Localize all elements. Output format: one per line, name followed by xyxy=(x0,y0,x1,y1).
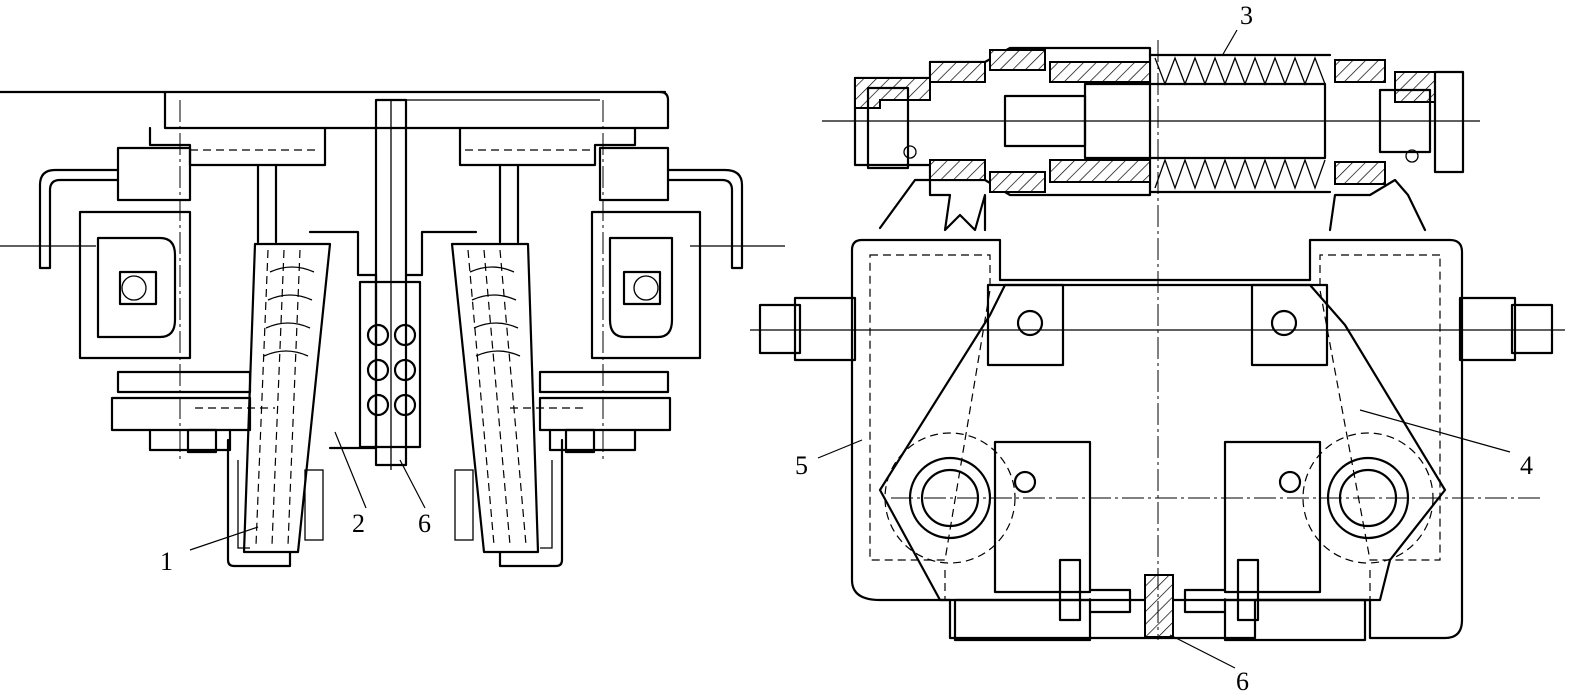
left-view xyxy=(0,90,785,568)
callout-right-5: 5 xyxy=(795,451,808,480)
leader-lines xyxy=(189,29,1511,669)
callout-right-4: 4 xyxy=(1520,451,1533,480)
callout-right-6: 6 xyxy=(1236,667,1249,694)
callout-left-1: 1 xyxy=(160,547,173,576)
right-view xyxy=(750,40,1565,642)
callout-left-2: 2 xyxy=(352,509,365,538)
callout-right-3: 3 xyxy=(1240,1,1253,30)
callout-left-6: 6 xyxy=(418,509,431,538)
